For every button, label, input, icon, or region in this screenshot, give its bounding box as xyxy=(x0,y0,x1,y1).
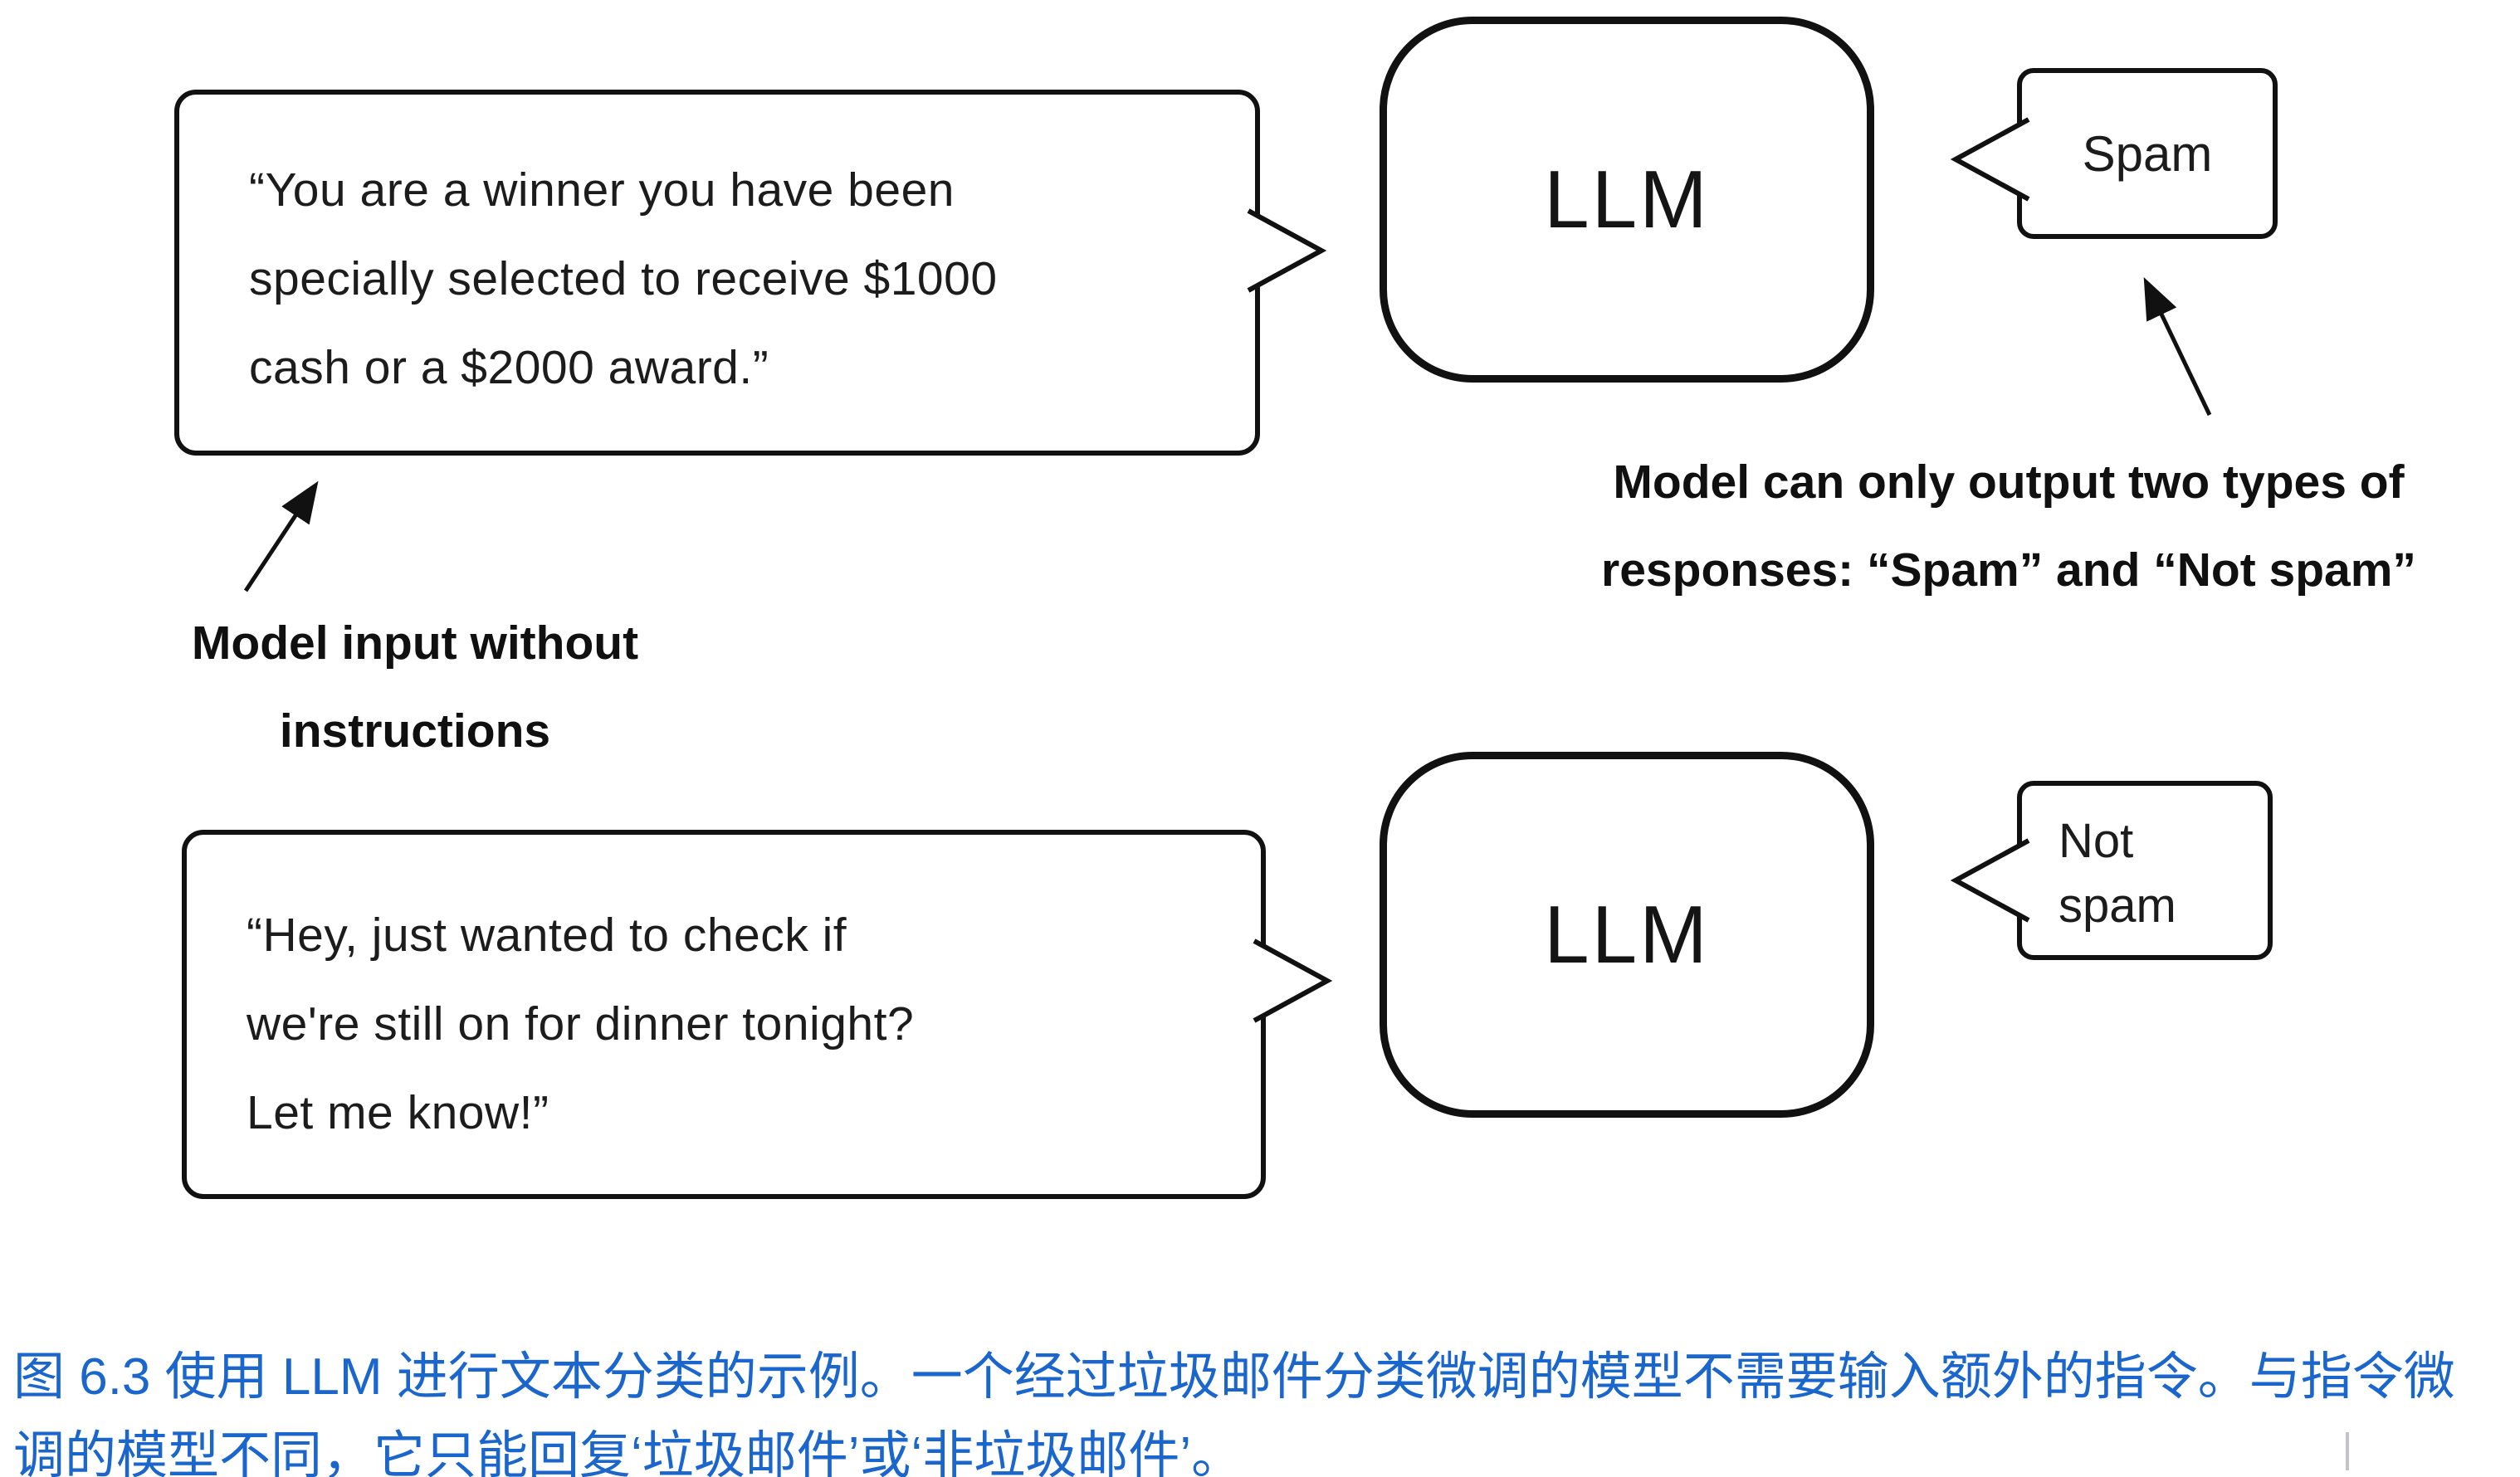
speech-tail-icon xyxy=(1950,117,2030,202)
caption-line: 图 6.3 使用 LLM 进行文本分类的示例。一个经过垃圾邮件分类微调的模型不需… xyxy=(13,1348,2455,1406)
speech-tail-icon xyxy=(1253,938,1333,1023)
annotation-line: responses: “Spam” and “Not spam” xyxy=(1601,544,2416,597)
input-line: we're still on for dinner tonight? xyxy=(247,997,915,1050)
input-bubble-ham-example: “Hey, just wanted to check if we're stil… xyxy=(182,830,1333,1199)
arrow-to-spam-bubble xyxy=(2143,276,2212,417)
output-line: Not xyxy=(2058,814,2134,868)
output-bubble-spam: Spam xyxy=(1950,68,2278,239)
annotation-model-input: Model input without instructions xyxy=(149,599,681,775)
input-bubble-spam-example: “You are a winner you have been speciall… xyxy=(174,90,1327,456)
caret-artifact xyxy=(2346,1432,2349,1470)
llm-box-top: LLM xyxy=(1380,17,1874,383)
output-bubble-not-spam: Not spam xyxy=(1950,781,2273,960)
annotation-line: Model can only output two types of xyxy=(1613,456,2405,509)
speech-tail-icon xyxy=(1950,838,2030,923)
annotation-line: Model input without xyxy=(191,617,639,670)
input-line: “Hey, just wanted to check if xyxy=(247,909,847,962)
arrow-to-input-bubble xyxy=(243,480,319,592)
input-line: Let me know!” xyxy=(247,1086,549,1139)
llm-label: LLM xyxy=(1544,154,1710,245)
input-bubble-spam-text: “You are a winner you have been speciall… xyxy=(179,95,1255,412)
caption-line: 调的模型不同，它只能回复‘垃圾邮件’或‘非垃圾邮件’。 xyxy=(13,1427,1243,1477)
output-label-not-spam: Not spam xyxy=(2022,786,2268,938)
llm-label: LLM xyxy=(1544,889,1710,980)
input-line: specially selected to receive $1000 xyxy=(249,252,998,305)
llm-box-bottom: LLM xyxy=(1380,752,1874,1118)
speech-tail-icon xyxy=(1247,208,1327,293)
annotation-line: instructions xyxy=(279,704,551,758)
input-bubble-ham-text: “Hey, just wanted to check if we're stil… xyxy=(187,835,1261,1158)
output-label-spam: Spam xyxy=(2082,125,2213,182)
input-line: “You are a winner you have been xyxy=(249,163,955,217)
figure-caption: 图 6.3 使用 LLM 进行文本分类的示例。一个经过垃圾邮件分类微调的模型不需… xyxy=(13,1338,2495,1477)
annotation-model-output-types: Model can only output two types of respo… xyxy=(1556,438,2461,614)
input-line: cash or a $2000 award.” xyxy=(249,341,769,394)
output-line: spam xyxy=(2058,879,2176,933)
